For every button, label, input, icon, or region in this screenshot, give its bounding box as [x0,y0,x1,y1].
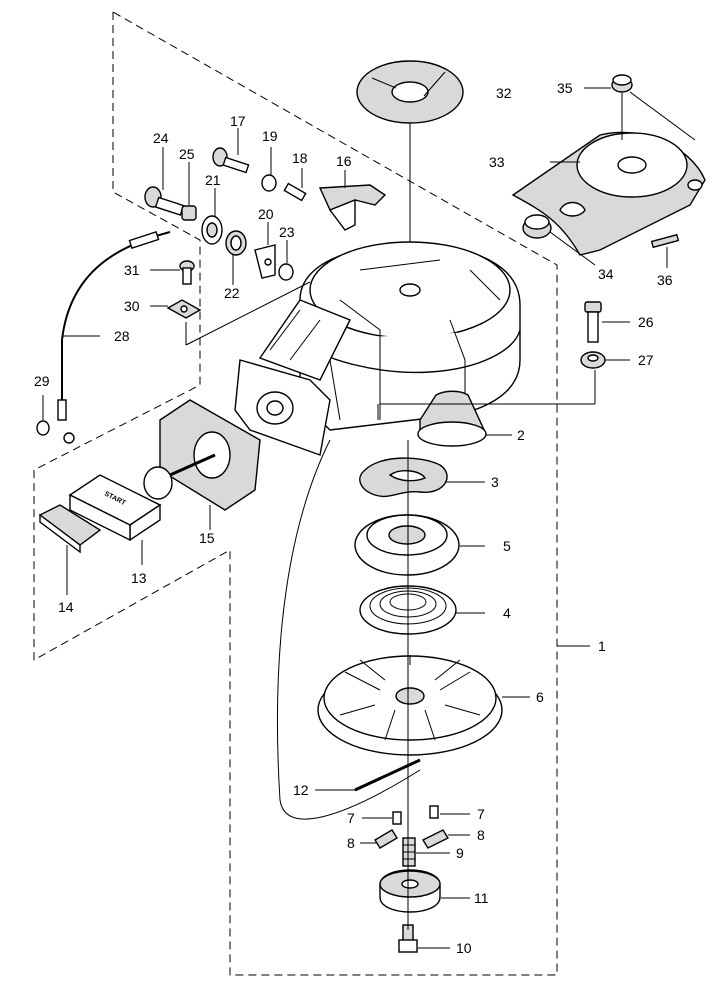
callout-25: 25 [179,146,195,162]
callout-18: 18 [292,150,308,166]
callout-35: 35 [557,80,573,96]
part-18-shaft [283,168,307,202]
callout-15: 15 [199,530,215,546]
callout-1: 1 [598,638,606,654]
part-4-recoil-spring [359,585,485,635]
part-36-seal [650,233,680,268]
part-26-bolt [584,301,630,343]
part-10-bolt [398,924,450,953]
part-12-starter-rope [276,439,421,820]
part-27-washer [580,351,630,369]
callout-28: 28 [114,328,130,344]
callout-32: 32 [496,85,512,101]
part-7-pawl-spring-left [362,811,402,825]
callout-2: 2 [517,427,525,443]
callout-5: 5 [503,538,511,554]
part-19-ring [261,147,277,192]
callout-13: 13 [131,570,147,586]
callout-33: 33 [489,154,505,170]
callout-19: 19 [262,128,278,144]
part-21-bracket [201,188,223,245]
part-6-reel [317,655,530,756]
part-9-friction-spring [402,837,450,867]
part-7-pawl-spring-right [429,805,470,819]
callout-17: 17 [230,113,246,129]
callout-7a: 7 [347,810,355,826]
part-11-ratchet [379,869,470,913]
part-32-cover-disc [356,60,464,290]
part-29-washer [36,395,50,436]
callout-3: 3 [491,474,499,490]
part-16-stopper [318,170,387,231]
part-33-top-cover [511,131,706,256]
part-17-screw [212,128,250,174]
part-23-washer [278,240,294,281]
callout-7b: 7 [477,806,485,822]
assembly-boundary [33,11,558,976]
callout-29: 29 [34,373,50,389]
callout-9: 9 [456,845,464,861]
part-34-grommet [522,214,596,266]
callout-30: 30 [124,298,140,314]
part-14-handle-insert [38,504,102,595]
part-20-lever [254,222,276,279]
callout-12: 12 [293,782,309,798]
callout-23: 23 [279,224,295,240]
part-35-grommet [584,74,696,141]
leader [185,281,311,346]
callout-27: 27 [638,352,654,368]
part-31-screw [150,260,195,285]
callout-8b: 8 [477,827,485,843]
callout-21: 21 [205,172,221,188]
part-24-bolt [144,147,185,216]
part-30-nut-plate [150,299,202,319]
part-25-collar [181,162,197,221]
callout-16: 16 [336,153,352,169]
rope-guide-housing [234,299,351,456]
callout-31: 31 [124,262,140,278]
callout-11: 11 [474,890,489,906]
part-13-starter-handle [68,453,216,565]
part-3-gasket [359,457,485,498]
part-22-spring [225,230,247,285]
callout-26: 26 [638,314,654,330]
callout-22: 22 [224,285,240,301]
callout-8a: 8 [347,835,355,851]
callout-24: 24 [153,130,169,146]
callout-20: 20 [258,206,274,222]
callout-34: 34 [598,266,614,282]
callout-4: 4 [503,605,511,621]
callout-14: 14 [58,599,74,615]
part-5-spring-case [354,514,485,576]
part-8-pawl-left [360,829,398,849]
callout-36: 36 [657,272,673,288]
part-8-pawl-right [421,829,470,849]
callout-6: 6 [536,689,544,705]
callout-10: 10 [456,940,472,956]
part-28-cable [57,230,171,444]
callout-labels: 1 2 3 5 4 6 12 7 7 8 8 9 11 10 15 13 14 … [34,80,673,956]
